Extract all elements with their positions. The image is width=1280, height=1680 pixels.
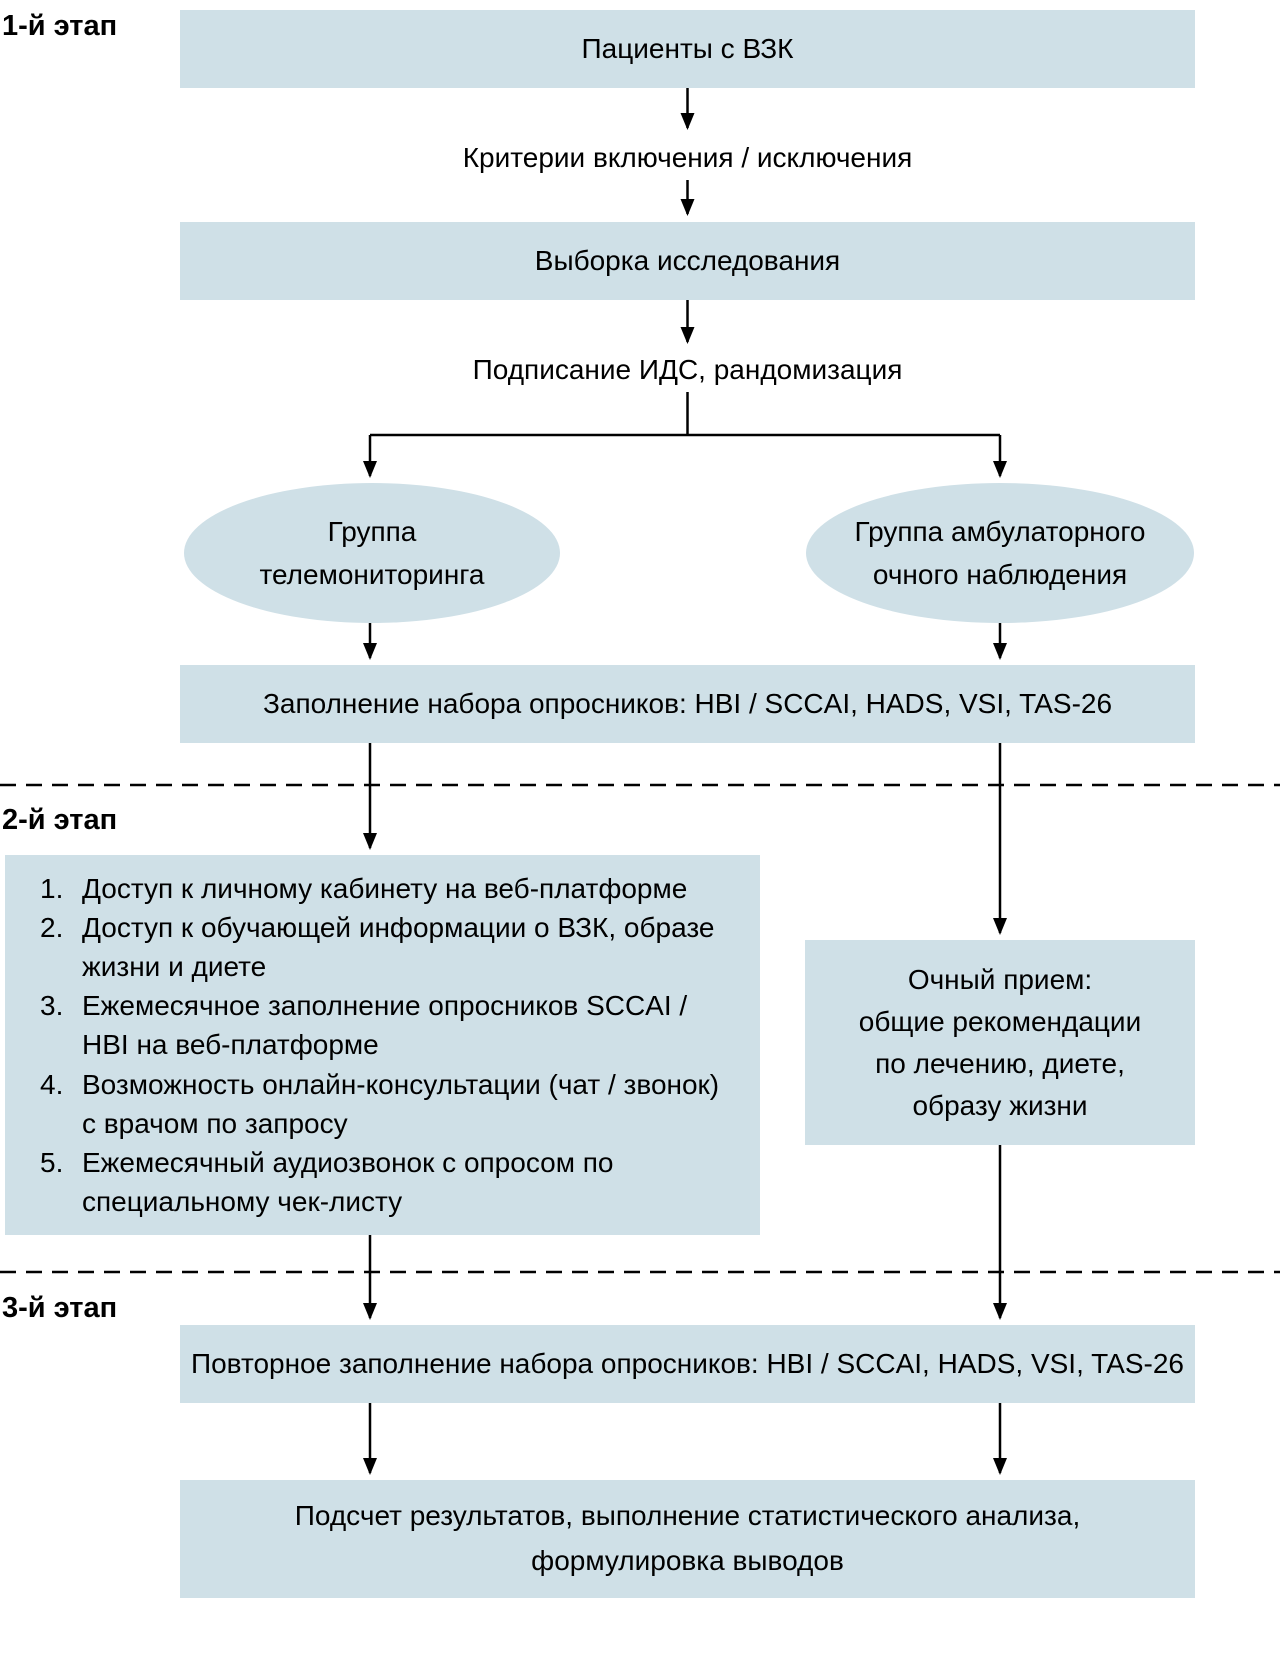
box-inperson-visit: Очный прием: общие рекомендации по лечен… [805, 940, 1195, 1145]
node-consent-randomization: Подписание ИДС, рандомизация [472, 354, 903, 386]
list-item: 5. Ежемесячный аудиозвонок с опросом по … [40, 1143, 740, 1221]
list-item-number: 1. [40, 872, 64, 904]
list-item-text: Доступ к обучающей информации о ВЗК, обр… [82, 911, 715, 983]
outpatient-group-line2: очного наблюдения [872, 559, 1128, 590]
node-inclusion-criteria: Критерии включения / исключения [462, 142, 913, 174]
inperson-line3: по лечению, диете, [875, 1047, 1125, 1079]
telemonitoring-group-line2: телемониторинга [259, 559, 485, 590]
list-item: 3. Ежемесячное заполнение опросников SCC… [40, 986, 740, 1064]
list-item-text: Ежемесячный аудиозвонок с опросом по спе… [82, 1146, 614, 1218]
node-patients: Пациенты с ВЗК [180, 10, 1195, 88]
ellipse-outpatient-group: Группа амбулаторного очного наблюдения [806, 483, 1194, 623]
inperson-line2: общие рекомендации [858, 1005, 1142, 1037]
list-item-number: 5. [40, 1146, 64, 1178]
node-questionnaires: Заполнение набора опросников: HBI / SCCA… [180, 665, 1195, 743]
list-item-number: 2. [40, 911, 64, 943]
stage-1-label: 1-й этап [2, 10, 118, 42]
ellipse-telemonitoring-group: Группа телемониторинга [184, 483, 560, 623]
list-item-number: 3. [40, 990, 64, 1022]
inperson-line1: Очный прием: [907, 963, 1093, 995]
list-item-text: Доступ к личному кабинету на веб-платфор… [82, 872, 688, 904]
list-item-number: 4. [40, 1068, 64, 1100]
list-item: 2. Доступ к обучающей информации о ВЗК, … [40, 908, 740, 986]
list-item: 4. Возможность онлайн-консультации (чат … [40, 1065, 740, 1143]
node-study-sample: Выборка исследования [180, 222, 1195, 300]
box-telemonitoring-interventions: 1. Доступ к личному кабинету на веб-плат… [5, 855, 760, 1235]
list-item-text: Возможность онлайн-консультации (чат / з… [82, 1068, 720, 1139]
telemonitoring-group-line1: Группа [327, 515, 417, 547]
results-line2: формулировка выводов [531, 1545, 844, 1576]
stage-2-label: 2-й этап [2, 804, 118, 836]
node-results: Подсчет результатов, выполнение статисти… [180, 1480, 1195, 1598]
outpatient-group-line1: Группа амбулаторного [854, 515, 1146, 547]
list-item: 1. Доступ к личному кабинету на веб-плат… [40, 869, 740, 908]
inperson-line4: образу жизни [912, 1089, 1088, 1121]
telemonitoring-interventions-list: 1. Доступ к личному кабинету на веб-плат… [40, 869, 740, 1222]
stage-3-label: 3-й этап [2, 1292, 118, 1324]
node-repeat-questionnaires: Повторное заполнение набора опросников: … [180, 1325, 1195, 1403]
list-item-text: Ежемесячное заполнение опросников SCCAI … [82, 990, 688, 1061]
results-line1: Подсчет результатов, выполнение статисти… [294, 1500, 1081, 1532]
